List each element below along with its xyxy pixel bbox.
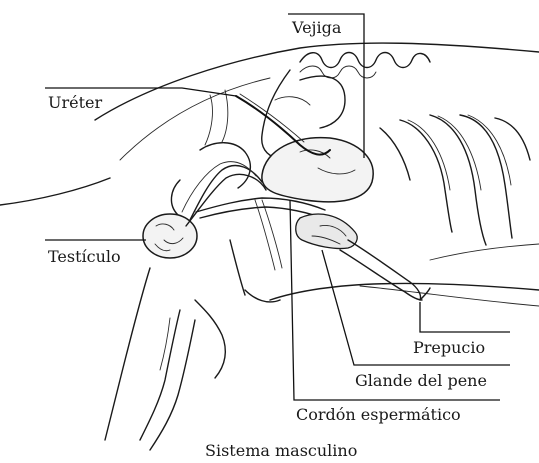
label-ureter: Uréter [48, 93, 103, 112]
prepucio-leader [420, 302, 510, 332]
label-testiculo: Testículo [48, 247, 121, 266]
penis [296, 214, 430, 300]
label-prepucio: Prepucio [413, 338, 485, 357]
bladder [262, 138, 373, 202]
label-cordon: Cordón espermático [296, 405, 461, 424]
figure-caption: Sistema masculino [205, 441, 357, 460]
labels: Vejiga Uréter Testículo Prepucio Glande … [48, 18, 487, 460]
spine [300, 53, 430, 79]
testicle [143, 214, 197, 258]
ribs [380, 115, 530, 245]
label-vejiga: Vejiga [291, 18, 342, 37]
label-glande: Glande del pene [355, 371, 487, 390]
